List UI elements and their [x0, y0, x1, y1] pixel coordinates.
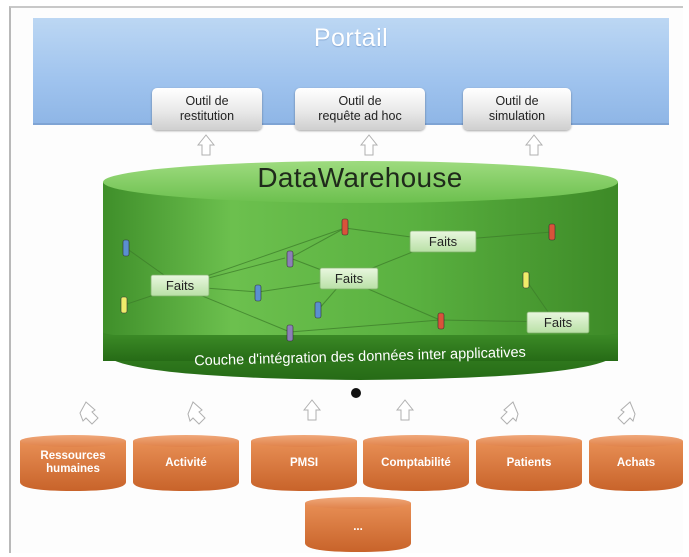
data-node-icon [548, 223, 556, 241]
data-node-icon [122, 239, 130, 257]
extra-source-cylinder-shape [305, 497, 411, 552]
tool-restitution: Outil de restitution [152, 88, 262, 130]
tool-adhoc-query: Outil de requête ad hoc [295, 88, 425, 130]
up-arrow-icon [79, 401, 99, 425]
source-cylinders [20, 435, 683, 552]
fact-box-label: Faits [165, 278, 195, 293]
data-node-icon [437, 312, 445, 330]
source-cylinder-shape [363, 435, 469, 491]
source-cylinder-shape [133, 435, 239, 491]
source-pmsi: PMSI [289, 456, 319, 469]
data-node-pegs [120, 218, 556, 342]
source-cylinder-shape [589, 435, 683, 491]
data-node-icon [286, 324, 294, 342]
fact-boxes [150, 230, 590, 334]
fact-box-label: Faits [334, 271, 364, 286]
fact-box-label: Faits [428, 234, 458, 249]
source-cylinder-shape [20, 435, 126, 491]
source-extra: ... [353, 520, 363, 533]
source-patients: Patients [506, 456, 552, 469]
source-comptabilite: Comptabilité [381, 456, 451, 469]
up-arrow-icon [500, 401, 519, 425]
data-node-icon [314, 301, 322, 319]
data-node-icon [254, 284, 262, 302]
up-arrows-from-sources [79, 399, 636, 425]
up-arrow-icon [302, 399, 322, 421]
data-node-icon [286, 250, 294, 268]
up-arrow-icon [187, 401, 206, 425]
fact-box-label: Faits [543, 315, 573, 330]
portal-title: Portail [313, 24, 389, 52]
source-cylinder-shape [251, 435, 357, 491]
source-cylinder-shape [476, 435, 582, 491]
data-node-icon [120, 296, 128, 314]
connector-dot [351, 388, 361, 398]
source-activite: Activité [165, 456, 207, 469]
tool-simulation: Outil de simulation [463, 88, 571, 130]
up-arrow-icon [196, 134, 216, 156]
up-arrow-icon [395, 399, 415, 421]
up-arrow-icon [524, 134, 544, 156]
source-achats: Achats [616, 456, 656, 469]
up-arrow-icon [359, 134, 379, 156]
data-node-icon [341, 218, 349, 236]
up-arrow-icon [617, 401, 636, 425]
source-ressources-humaines: Ressources humaines [40, 450, 106, 475]
portal-layer: Portail Outil de restitution Outil de re… [33, 18, 669, 130]
datawarehouse-title: DataWarehouse [257, 162, 463, 193]
data-node-icon [522, 271, 530, 289]
up-arrows-to-tools [196, 134, 544, 156]
